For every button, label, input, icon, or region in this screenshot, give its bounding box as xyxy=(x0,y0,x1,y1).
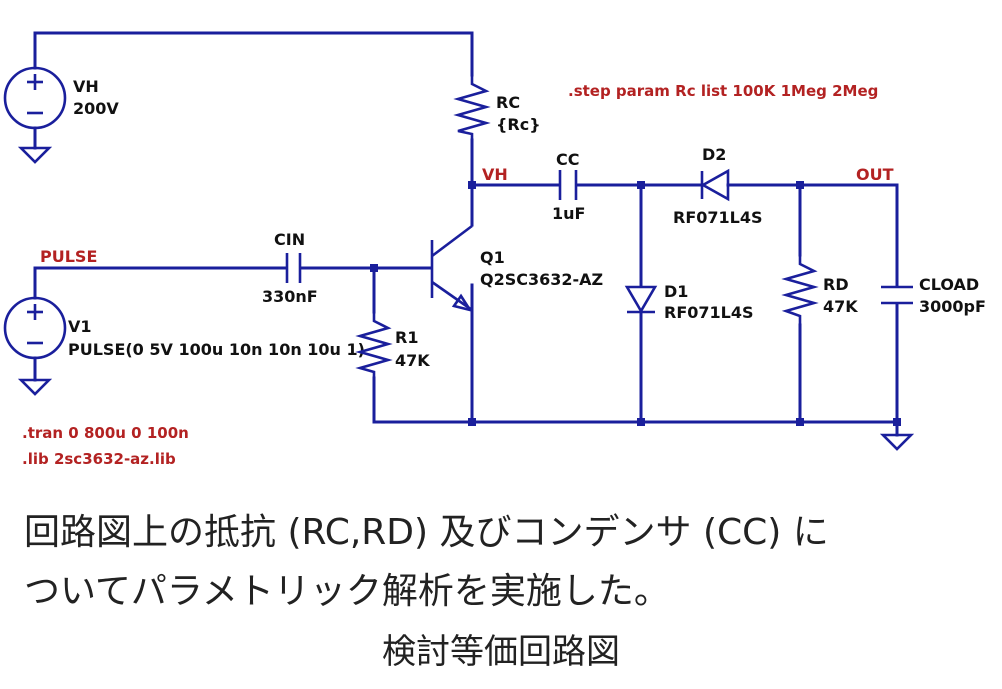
net-label-vh: VH xyxy=(482,165,508,184)
voltage-source-vh: VH 200V xyxy=(3,66,119,164)
step-directive: .step param Rc list 100K 1Meg 2Meg xyxy=(568,82,878,100)
v1-value: PULSE(0 5V 100u 10n 10n 10u 1) xyxy=(68,340,365,359)
d2-ref: D2 xyxy=(702,145,726,164)
cc-ref: CC xyxy=(556,150,579,169)
caption-line-2: ついてパラメトリック解析を実施した。 xyxy=(24,571,670,612)
r1-ref: R1 xyxy=(395,328,418,347)
ground-icon xyxy=(879,433,915,451)
diode-triangle xyxy=(624,285,658,314)
emitter-arrow xyxy=(451,293,473,313)
cin-value: 330nF xyxy=(262,287,318,306)
tran-directive: .tran 0 800u 0 100n xyxy=(22,424,189,442)
resistor-zigzag xyxy=(355,312,393,378)
cin-ref: CIN xyxy=(274,230,305,249)
d2-value: RF071L4S xyxy=(673,208,763,227)
v1-ref: V1 xyxy=(68,317,92,336)
junction-dot xyxy=(468,418,476,426)
wires xyxy=(33,31,899,437)
capacitor-cin: CIN 330nF xyxy=(262,230,318,306)
cload-ref: CLOAD xyxy=(919,275,979,294)
resistor-rd: RD 47K xyxy=(781,255,858,325)
junction-dot xyxy=(637,181,645,189)
resistor-r1: R1 47K xyxy=(355,312,430,378)
cload-value: 3000pF xyxy=(919,297,986,316)
rd-ref: RD xyxy=(823,275,849,294)
vh-value: 200V xyxy=(73,99,119,118)
resistor-zigzag xyxy=(453,75,491,140)
caption-line-1: 回路図上の抵抗 (RC,RD) 及びコンデンサ (CC) に xyxy=(24,512,829,553)
diode-d2: D2 RF071L4S xyxy=(673,145,763,227)
junction-dot xyxy=(893,418,901,426)
figure-title: 検討等価回路図 xyxy=(382,632,620,672)
voltage-source-v1: V1 PULSE(0 5V 100u 10n 10n 10u 1) xyxy=(3,296,365,396)
wire-vh-top xyxy=(33,31,474,77)
wire-pulse xyxy=(33,266,287,300)
diode-d1: D1 RF071L4S xyxy=(624,282,754,322)
transistor-emitter xyxy=(431,280,473,312)
junction-dot xyxy=(796,181,804,189)
r1-value: 47K xyxy=(395,351,430,370)
diode-triangle xyxy=(700,168,730,202)
transistor-collector xyxy=(431,224,473,258)
transistor-q1: Q1 Q2SC3632-AZ xyxy=(430,224,603,313)
junction-dots xyxy=(370,181,901,426)
net-label-out: OUT xyxy=(856,165,894,184)
junction-dot xyxy=(468,181,476,189)
junction-dot xyxy=(796,418,804,426)
vh-ref: VH xyxy=(73,77,99,96)
q1-ref: Q1 xyxy=(480,248,505,267)
junction-dot xyxy=(637,418,645,426)
resistor-zigzag xyxy=(781,255,819,325)
source-circle xyxy=(3,296,67,360)
ground-icon xyxy=(17,146,53,164)
d1-ref: D1 xyxy=(664,282,688,301)
ground-icon xyxy=(17,378,53,396)
lib-directive: .lib 2sc3632-az.lib xyxy=(22,450,176,468)
rc-ref: RC xyxy=(496,93,520,112)
resistor-rc: RC {Rc} xyxy=(453,75,541,140)
d1-value: RF071L4S xyxy=(664,303,754,322)
q1-value: Q2SC3632-AZ xyxy=(480,270,603,289)
rd-value: 47K xyxy=(823,297,858,316)
rc-value: {Rc} xyxy=(496,115,541,134)
capacitor-cload: CLOAD 3000pF xyxy=(881,275,986,316)
circuit-schematic: VH 200V RC {Rc} VH OUT PULSE .step param… xyxy=(3,31,986,468)
capacitor-cc: CC 1uF xyxy=(552,150,585,223)
junction-dot xyxy=(370,264,378,272)
cc-value: 1uF xyxy=(552,204,585,223)
net-label-pulse: PULSE xyxy=(40,247,97,266)
source-circle xyxy=(3,66,67,130)
